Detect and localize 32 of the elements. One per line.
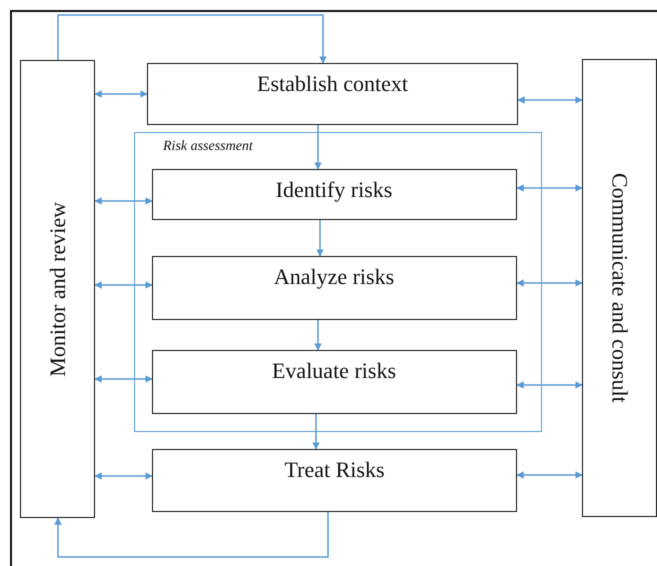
- arrow: [516, 184, 583, 192]
- arrow: [516, 279, 583, 287]
- box-label: Evaluate risks: [272, 358, 396, 384]
- process-box: [152, 256, 516, 320]
- box-label: Monitor and review: [44, 202, 70, 376]
- arrow: [94, 281, 153, 289]
- box-label: Identify risks: [276, 176, 392, 202]
- process-box: [147, 63, 518, 125]
- arrow: [94, 472, 153, 480]
- group-title: Risk assessment: [163, 139, 253, 155]
- arrow: [54, 512, 329, 558]
- process-box: [582, 59, 657, 517]
- group-frame: [134, 132, 542, 432]
- arrow: [316, 220, 324, 257]
- arrow: [312, 414, 320, 450]
- arrow: [517, 96, 583, 104]
- box-label: Establish context: [257, 71, 408, 97]
- arrow: [94, 197, 153, 205]
- process-box: [152, 449, 517, 512]
- arrow: [94, 375, 153, 383]
- process-box: [152, 168, 516, 220]
- arrow: [516, 381, 583, 389]
- box-label: Treat Risks: [284, 457, 385, 483]
- process-box: [152, 350, 516, 414]
- arrow: [94, 90, 148, 98]
- arrow: [57, 14, 327, 64]
- arrow: [314, 125, 322, 170]
- arrow: [314, 320, 322, 351]
- box-label: Analyze risks: [274, 264, 394, 290]
- box-label: Communicate and consult: [606, 173, 632, 403]
- process-box: [20, 60, 95, 518]
- arrow: [516, 471, 583, 479]
